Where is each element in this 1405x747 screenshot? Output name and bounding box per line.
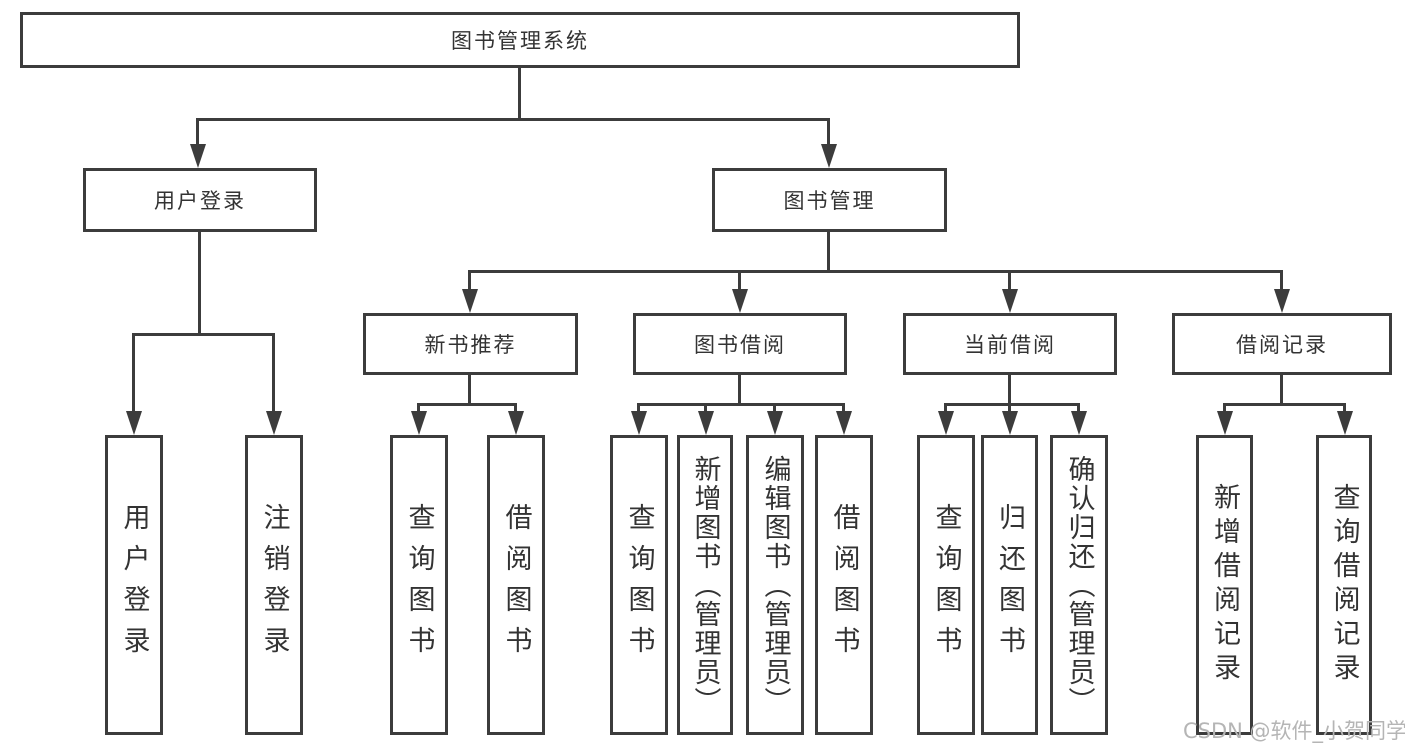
node-leaf-edit-book-admin: 编辑图书（管理员） — [746, 435, 804, 735]
arrow-down-icon — [1217, 411, 1233, 435]
arrow-down-icon — [1002, 289, 1018, 313]
connector-bus — [946, 403, 1079, 406]
node-label: 新书推荐 — [424, 333, 517, 357]
node-leaf-logout: 注销登录 — [245, 435, 303, 735]
node-book-borrow: 图书借阅 — [633, 313, 847, 375]
connector-stem — [272, 333, 275, 415]
connector-stem — [827, 118, 830, 150]
node-leaf-query-books-1: 查询图书 — [390, 435, 448, 735]
arrow-down-icon — [126, 411, 142, 435]
node-user-login: 用户登录 — [83, 168, 317, 232]
connector-bus — [134, 333, 274, 336]
node-label: 借阅记录 — [1236, 333, 1328, 357]
connector-stem — [514, 403, 517, 415]
arrow-down-icon — [1002, 411, 1018, 435]
node-label: 新增借阅记录 — [1209, 483, 1240, 687]
node-label: 编辑图书（管理员） — [759, 454, 791, 716]
node-leaf-query-borrow-record: 查询借阅记录 — [1316, 435, 1372, 735]
node-label: 借阅图书 — [828, 503, 860, 667]
connector-stem — [1077, 403, 1080, 415]
connector-stem — [704, 403, 707, 415]
node-label: 确认归还（管理员） — [1063, 454, 1095, 716]
node-label: 当前借阅 — [964, 333, 1056, 357]
arrow-down-icon — [462, 289, 478, 313]
arrow-down-icon — [938, 411, 954, 435]
node-label: 用户登录 — [118, 503, 150, 667]
arrow-down-icon — [698, 411, 714, 435]
node-label: 新增图书（管理员） — [689, 454, 721, 716]
node-label: 查询图书 — [623, 503, 655, 667]
node-label: 图书管理 — [783, 189, 876, 213]
connector-bus — [470, 270, 1282, 273]
node-leaf-add-borrow-record: 新增借阅记录 — [1196, 435, 1253, 735]
connector-stem — [417, 403, 420, 415]
node-leaf-query-books-3: 查询图书 — [917, 435, 975, 735]
node-book-management: 图书管理 — [712, 168, 947, 232]
arrow-down-icon — [508, 411, 524, 435]
node-label: 归还图书 — [994, 503, 1025, 667]
arrow-down-icon — [1274, 289, 1290, 313]
connector-bus — [639, 403, 844, 406]
connector-stem — [842, 403, 845, 415]
connector-stem — [738, 375, 741, 405]
connector-stem — [1343, 403, 1346, 415]
connector-stem — [198, 232, 201, 335]
node-label: 用户登录 — [154, 189, 246, 213]
arrow-down-icon — [836, 411, 852, 435]
connector-stem — [1008, 403, 1011, 415]
connector-stem — [1280, 375, 1283, 405]
arrow-down-icon — [732, 289, 748, 313]
arrow-down-icon — [821, 144, 837, 168]
node-new-book-recommend: 新书推荐 — [363, 313, 578, 375]
node-label: 查询图书 — [403, 503, 435, 667]
arrow-down-icon — [1337, 411, 1353, 435]
arrow-down-icon — [266, 411, 282, 435]
connector-bus — [419, 403, 516, 406]
connector-stem — [132, 333, 135, 415]
csdn-watermark: CSDN @软件_小贺同学 — [1183, 719, 1405, 743]
connector-stem — [1008, 270, 1011, 294]
node-borrow-record: 借阅记录 — [1172, 313, 1392, 375]
connector-root-bus — [197, 118, 830, 121]
node-leaf-add-book-admin: 新增图书（管理员） — [677, 435, 733, 735]
connector-stem — [637, 403, 640, 415]
node-label: 图书管理系统 — [451, 29, 589, 53]
connector-stem — [827, 232, 830, 272]
connector-stem — [1223, 403, 1226, 415]
node-label: 查询图书 — [930, 503, 962, 667]
connector-stem — [468, 375, 471, 405]
node-leaf-return-books: 归还图书 — [981, 435, 1038, 735]
arrow-down-icon — [190, 144, 206, 168]
connector-stem — [773, 403, 776, 415]
node-leaf-user-login: 用户登录 — [105, 435, 163, 735]
connector-root-stem — [518, 68, 521, 120]
node-label: 注销登录 — [258, 503, 290, 667]
node-current-borrow: 当前借阅 — [903, 313, 1117, 375]
connector-stem — [738, 270, 741, 294]
node-leaf-confirm-return-admin: 确认归还（管理员） — [1050, 435, 1108, 735]
arrow-down-icon — [411, 411, 427, 435]
node-leaf-query-books-2: 查询图书 — [610, 435, 668, 735]
arrow-down-icon — [767, 411, 783, 435]
arrow-down-icon — [631, 411, 647, 435]
node-leaf-borrow-books-2: 借阅图书 — [815, 435, 873, 735]
node-root-system: 图书管理系统 — [20, 12, 1020, 68]
connector-stem — [1008, 375, 1011, 405]
connector-bus — [1225, 403, 1345, 406]
arrow-down-icon — [1071, 411, 1087, 435]
connector-stem — [944, 403, 947, 415]
node-leaf-borrow-books-1: 借阅图书 — [487, 435, 545, 735]
node-label: 图书借阅 — [694, 333, 786, 357]
node-label: 查询借阅记录 — [1328, 483, 1360, 687]
connector-stem — [1280, 270, 1283, 294]
connector-stem — [468, 270, 471, 294]
node-label: 借阅图书 — [500, 503, 532, 667]
connector-stem — [196, 118, 199, 150]
